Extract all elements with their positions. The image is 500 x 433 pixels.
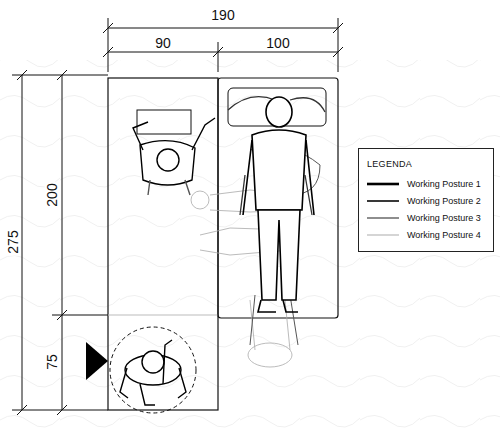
dimension-label: 200 [45,181,59,208]
legend-text: Working Posture 2 [407,196,481,206]
dimension-label: 190 [209,8,236,22]
line-sample [367,214,399,222]
dimension-label: 75 [45,352,59,372]
legend-text: Working Posture 3 [407,213,481,223]
legend-padding [359,243,493,251]
legend-box: LEGENDA Working Posture 1 Working Posture … [358,148,494,252]
legend-text: Working Posture 1 [407,179,481,189]
legend-entry: Working Posture 2 [367,192,493,209]
line-sample [367,180,399,188]
legend-text: Working Posture 4 [407,230,481,240]
dimension-label: 90 [153,36,173,50]
dimension-label: 275 [6,228,20,255]
legend-entry: Working Posture 4 [367,226,493,243]
legend-title: LEGENDA [367,159,493,169]
line-sample [367,231,399,239]
legend-entry: Working Posture 3 [367,209,493,226]
legend-entry: Working Posture 1 [367,175,493,192]
line-sample [367,197,399,205]
dimension-label: 100 [264,36,291,50]
